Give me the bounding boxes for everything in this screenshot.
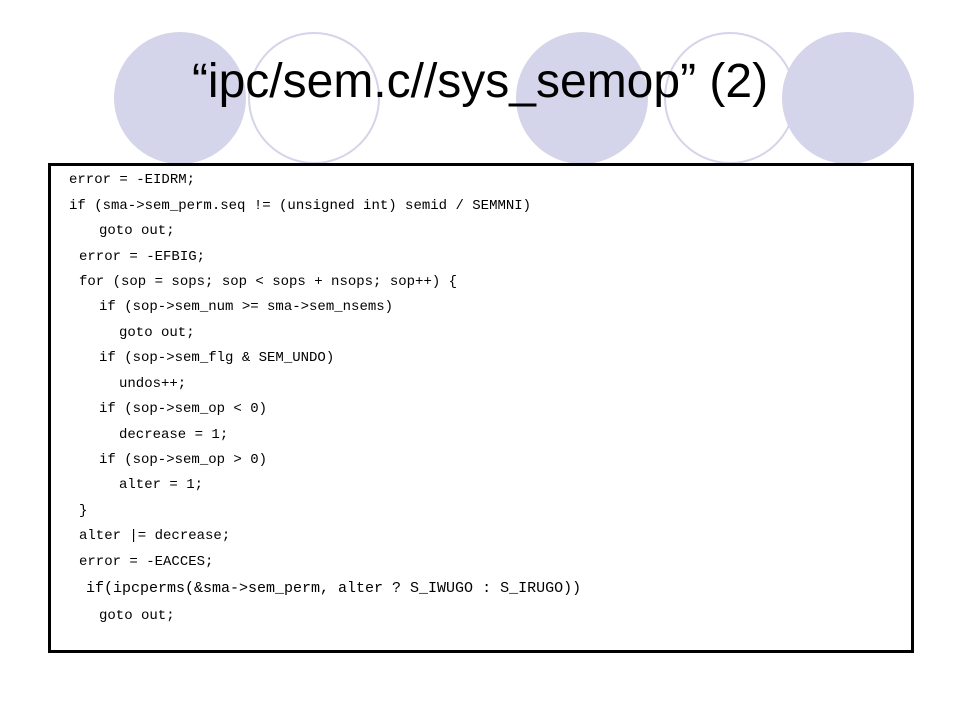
decor-circle-3	[782, 32, 914, 164]
code-line: goto out;	[99, 608, 175, 624]
code-line: }	[79, 503, 88, 519]
code-line: decrease = 1;	[119, 427, 229, 443]
decor-circle-2	[516, 32, 648, 164]
code-line: if(ipcperms(&sma->sem_perm, alter ? S_IW…	[86, 580, 582, 597]
code-line: if (sop->sem_num >= sma->sem_nsems)	[99, 299, 394, 315]
code-line: alter = 1;	[119, 477, 204, 493]
code-line: if (sop->sem_op < 0)	[99, 401, 268, 417]
code-line: if (sma->sem_perm.seq != (unsigned int) …	[69, 198, 532, 214]
code-line: goto out;	[99, 223, 175, 239]
code-line: undos++;	[119, 376, 187, 392]
code-line: for (sop = sops; sop < sops + nsops; sop…	[79, 274, 458, 290]
slide-title: “ipc/sem.c//sys_semop” (2)	[191, 55, 769, 108]
decor-ring-1	[248, 32, 380, 164]
code-line: alter |= decrease;	[79, 528, 231, 544]
code-line: if (sop->sem_op > 0)	[99, 452, 268, 468]
code-line: if (sop->sem_flg & SEM_UNDO)	[99, 350, 335, 366]
code-line: error = -EACCES;	[79, 554, 214, 570]
code-line: goto out;	[119, 325, 195, 341]
code-line: error = -EIDRM;	[69, 172, 196, 188]
code-line: error = -EFBIG;	[79, 249, 206, 265]
decor-circle-1	[114, 32, 246, 164]
code-block: error = -EIDRM; if (sma->sem_perm.seq !=…	[48, 163, 914, 653]
